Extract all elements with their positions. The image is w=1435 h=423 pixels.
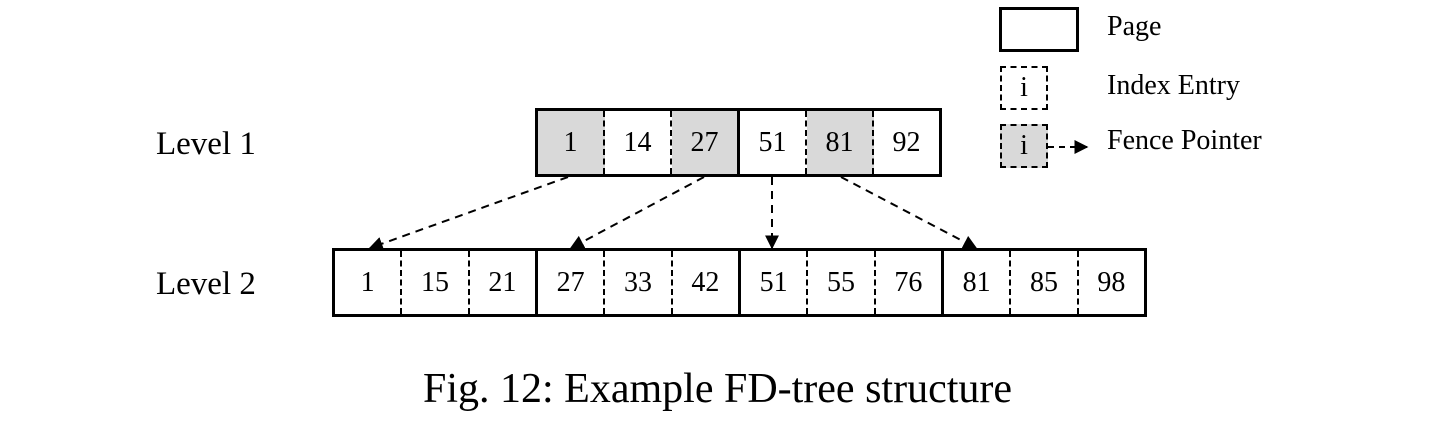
legend-page-label: Page [1107,11,1162,42]
level-2-page-4-entry-2: 85 [1011,251,1079,314]
level-1-page-1-entry-2: 14 [605,111,672,174]
level-2-page-4-entry-1: 81 [944,251,1012,314]
figure-caption: Fig. 12: Example FD-tree structure [422,366,1013,412]
legend-index-entry-swatch: i [1000,66,1048,110]
level-1-page-1-entry-3: 27 [672,111,737,174]
level-2-label: Level 2 [156,266,256,302]
level-1-label: Level 1 [156,126,256,162]
level-1-page-2-entry-3: 92 [892,126,921,158]
level-1-page-2-entry-1: 51 [740,111,807,174]
level-2-page-2-entry-2: 33 [605,251,673,314]
level-2-page-2-entry-3: 42 [691,266,720,298]
level-2-page-1: 1 15 21 [332,248,538,317]
level-2-page-4-entry-3: 98 [1097,266,1126,298]
level-2-page-3-entry-1: 51 [741,251,809,314]
legend-index-entry-glyph: i [1020,72,1028,103]
level-2-page-1-entry-1: 1 [335,251,403,314]
legend-fence-pointer-label: Fence Pointer [1107,125,1262,156]
level-2-page-2-entry-1: 27 [538,251,606,314]
level-2-page-3: 51 55 76 [738,248,944,317]
level-2-page-3-entry-3: 76 [894,266,923,298]
level-1-page-1-entry-1: 1 [538,111,605,174]
legend-fence-pointer-glyph: i [1020,130,1028,161]
level-1-page-2-entry-2: 81 [807,111,874,174]
level-2-page-1-entry-3: 21 [488,266,517,298]
fence-pointer-arrow-1 [368,176,569,251]
legend-fence-pointer-swatch: i [1000,124,1048,168]
fence-pointer-arrow-2 [569,176,705,249]
level-1-page-1: 1 14 27 [535,108,740,177]
level-2-page-1-entry-2: 15 [402,251,470,314]
legend-index-entry-label: Index Entry [1107,70,1240,101]
level-2-page-4: 81 85 98 [941,248,1147,317]
level-1-page-2: 51 81 92 [737,108,942,177]
level-2-page-3-entry-2: 55 [808,251,876,314]
legend-page-swatch [999,7,1079,52]
fence-pointer-arrow-4 [840,176,978,249]
